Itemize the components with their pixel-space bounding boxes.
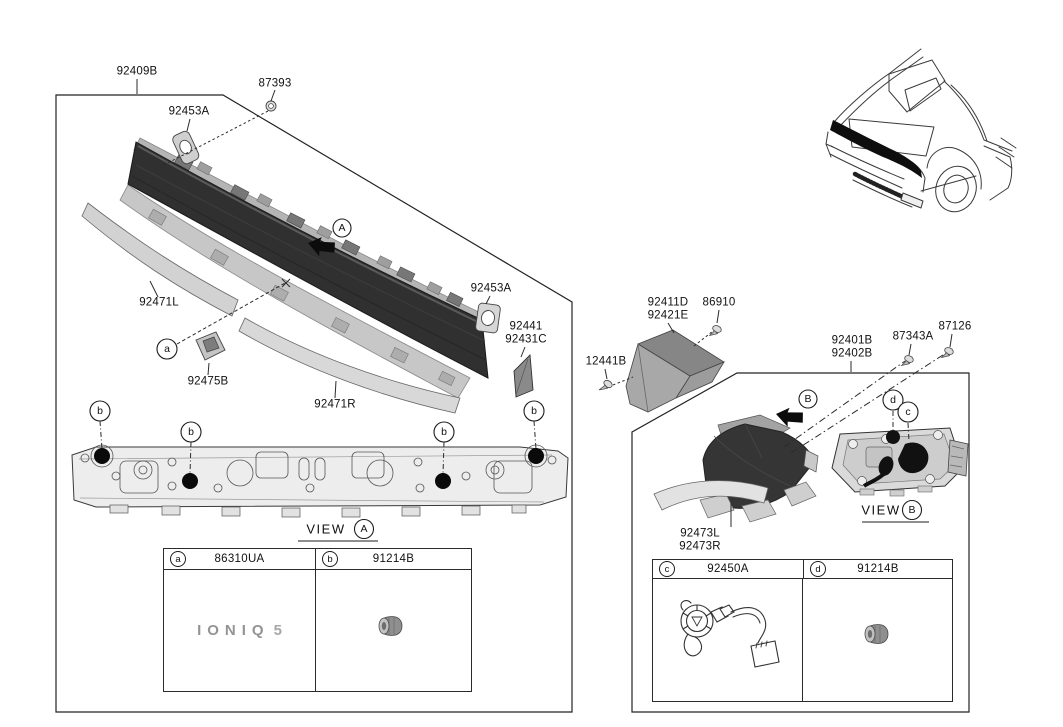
part-label-92471l: 92471L (139, 296, 179, 309)
table-ref-a: a (170, 551, 186, 567)
table-ref-b: b (322, 551, 338, 567)
table-part-86310ua: 86310UA (214, 553, 265, 565)
grommet-positions (94, 448, 544, 489)
screw-86910 (708, 325, 722, 337)
grommet-illustration-left (378, 616, 403, 636)
callout-a: a (164, 342, 170, 355)
reference-table-right: c 92450A d 91214B (652, 559, 953, 702)
part-label-92402b: 92402B (831, 347, 873, 360)
bulb-socket-c (898, 442, 929, 474)
view-b-circle-letter: B (908, 503, 916, 516)
dotted-leaders (99, 110, 947, 475)
right-section-border (631, 372, 970, 713)
direction-arrow-a (308, 237, 335, 257)
part-label-92473l: 92473L (680, 527, 720, 540)
part-label-92411d: 92411D (647, 296, 689, 309)
part-label-12441b: 12441B (585, 355, 627, 368)
part-label-87126: 87126 (938, 320, 972, 333)
bracket-92475b (195, 331, 226, 361)
callout-b-4: b (531, 404, 537, 417)
view-b-title: VIEW (861, 502, 901, 518)
part-label-87393: 87393 (258, 77, 292, 90)
part-label-92471r: 92471R (314, 398, 356, 411)
leader-lines (136, 79, 953, 527)
callout-circles (89, 218, 923, 540)
part-label-92441: 92441 (509, 320, 543, 333)
part-label-92475b: 92475B (187, 375, 229, 388)
callout-d: d (890, 393, 896, 406)
callout-b-1: b (97, 404, 103, 417)
view-a-title: VIEW (306, 521, 346, 537)
wedge-92441 (513, 353, 534, 398)
table-ref-c: c (659, 561, 675, 577)
part-label-92409b: 92409B (116, 65, 158, 78)
lamp-cover-92411d (625, 329, 725, 413)
left-section-border (55, 94, 573, 713)
table-ref-d: d (810, 561, 826, 577)
table-cell-bulb-holder (653, 579, 802, 701)
table-part-91214b-left: 91214B (372, 553, 415, 565)
part-label-92473r: 92473R (679, 540, 721, 553)
car-rear-view (825, 48, 1017, 213)
table-part-92450a: 92450A (707, 563, 749, 575)
view-a-circle-letter: A (360, 522, 368, 535)
nut-87393 (265, 100, 277, 112)
garnish-strip-92471r (238, 317, 461, 414)
gasket-pad-top (172, 130, 200, 165)
screw-12441b (598, 379, 613, 391)
part-label-92401b: 92401B (831, 334, 873, 347)
table-left-header-b: b 91214B (315, 549, 471, 569)
callout-b-2: b (188, 425, 194, 438)
rear-lamp-92401b (699, 414, 819, 523)
part-label-92453a-right: 92453A (470, 282, 512, 295)
part-label-86910: 86910 (702, 296, 736, 309)
part-label-92421e: 92421E (647, 309, 689, 322)
garnish-strip-92473 (653, 480, 769, 511)
pointer-x-mark (281, 278, 291, 288)
view-underlines (298, 521, 929, 542)
gasket-pad-right (475, 302, 501, 334)
table-right-header-c: c 92450A (653, 560, 803, 578)
part-label-87343a: 87343A (892, 330, 934, 343)
screw-87126 (940, 347, 954, 359)
mounting-panel-view-a (71, 444, 569, 518)
grommet-illustration-right (864, 624, 889, 644)
socket-hole-d (886, 430, 900, 444)
direction-arrow-b (776, 407, 803, 427)
table-part-91214b-right: 91214B (857, 563, 899, 575)
callout-b-3: b (441, 425, 447, 438)
part-label-92431c: 92431C (505, 333, 547, 346)
table-right-header-d: d 91214B (803, 560, 952, 578)
table-left-header-a: a 86310UA (164, 549, 315, 569)
lamp-housing-view-b (831, 427, 969, 497)
back-panel-moulding (127, 141, 489, 379)
bulb-holder-illustration (680, 600, 780, 668)
table-cell-grommet-left (315, 570, 471, 691)
car-highlighted-lamp-bar (830, 120, 922, 178)
part-label-92453a-top: 92453A (168, 105, 210, 118)
callout-view-b-flow: B (804, 392, 812, 405)
garnish-strip-92471l (81, 202, 239, 317)
callout-view-a-flow: A (338, 221, 346, 234)
table-cell-grommet-right (802, 579, 952, 701)
callout-c: c (905, 405, 911, 418)
screw-87343a (900, 355, 914, 367)
